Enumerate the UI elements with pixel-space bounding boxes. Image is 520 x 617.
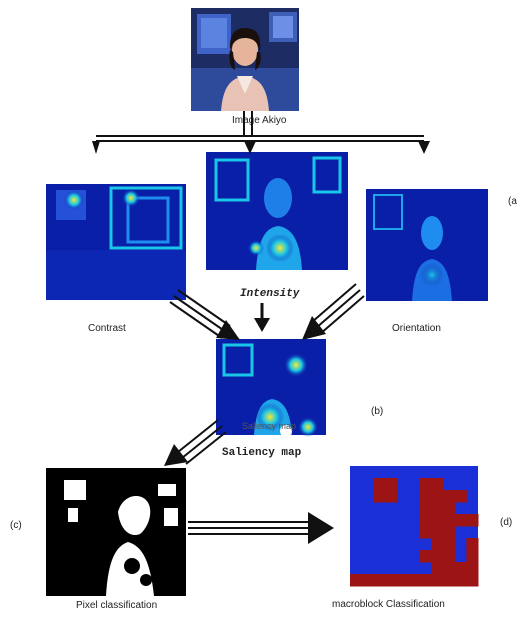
- macroblock-cell-salient: [431, 478, 444, 491]
- contrast-label: Contrast: [88, 323, 126, 334]
- macroblock-cell-salient: [454, 562, 467, 575]
- macroblock-cell-salient: [431, 502, 444, 515]
- macroblock-cell-salient: [454, 514, 467, 527]
- macroblock-cell-salient: [419, 526, 432, 539]
- saliency-label: Saliency map: [222, 447, 302, 459]
- macroblock-classification-label: macroblock Classification: [332, 599, 445, 610]
- macroblock-cell-salient: [443, 562, 456, 575]
- macroblock-cell-salient: [384, 490, 398, 503]
- macroblock-cell-salient: [466, 562, 479, 575]
- macroblock-cell-salient: [408, 574, 421, 587]
- intensity-map: [196, 148, 352, 286]
- macroblock-cell-salient: [443, 538, 456, 551]
- macroblock-cell-salient: [443, 502, 456, 515]
- arrow-to-orientation: [418, 141, 430, 154]
- pixel-classification-label: Pixel classification: [76, 600, 158, 611]
- tag-b: (b): [371, 406, 384, 417]
- macroblock-cell-salient: [466, 514, 479, 527]
- arrow-pixel-to-macroblock: [188, 512, 334, 544]
- macroblock-cell-salient: [419, 550, 432, 563]
- macroblock-cell-salient: [419, 574, 432, 587]
- macroblock-cell-salient: [373, 490, 386, 503]
- pixel-classification-art: [46, 468, 186, 596]
- macroblock-cell-salient: [443, 574, 456, 587]
- macroblock-cell-salient: [431, 562, 444, 575]
- macroblock-cell-salient: [396, 574, 409, 587]
- macroblock-cell-salient: [443, 514, 456, 527]
- pixel-classification-image: [46, 468, 186, 596]
- macroblock-cell-salient: [431, 550, 444, 563]
- orientation-label: Orientation: [392, 323, 441, 334]
- saliency-heatmap: [216, 339, 326, 437]
- saliency-overlay-label: Saliency map: [242, 421, 297, 431]
- macroblock-cell-salient: [350, 574, 363, 587]
- akiyo-photo: [191, 8, 299, 111]
- arrow-intensity-to-saliency: [254, 303, 270, 332]
- tag-a: (a: [508, 196, 517, 207]
- macroblock-cell-salient: [431, 514, 444, 527]
- akiyo-photo-art: [191, 8, 299, 111]
- saliency-map: [210, 335, 328, 443]
- macroblock-cell-salient: [466, 550, 479, 563]
- macroblock-cell-salient: [443, 526, 456, 539]
- macroblock-cell-salient: [454, 490, 467, 503]
- macroblock-grid: [340, 462, 480, 594]
- intensity-heatmap: [206, 152, 348, 270]
- macroblock-cell-salient: [419, 502, 432, 515]
- intensity-label: Intensity: [240, 288, 300, 300]
- macroblock-cell-salient: [419, 478, 432, 491]
- macroblock-cell-salient: [373, 478, 386, 491]
- orientation-heatmap: [366, 189, 488, 301]
- arrow-orientation-to-saliency: [302, 283, 365, 340]
- macroblock-cell-salient: [373, 574, 386, 587]
- source-image-label: Image Akiyo: [232, 115, 287, 126]
- macroblock-cell-salient: [443, 490, 456, 503]
- contrast-heatmap: [46, 184, 186, 300]
- macroblock-cell-salient: [466, 574, 479, 587]
- contrast-map: [36, 180, 188, 308]
- macroblock-cell-salient: [384, 574, 398, 587]
- macroblock-cell-salient: [454, 574, 467, 587]
- arrow-to-contrast: [92, 141, 100, 154]
- tag-d: (d): [500, 517, 513, 528]
- macroblock-grid-art: [350, 466, 479, 587]
- macroblock-cell-salient: [419, 514, 432, 527]
- macroblock-cell-salient: [443, 550, 456, 563]
- tag-c: (c): [10, 520, 22, 531]
- macroblock-cell-salient: [431, 526, 444, 539]
- macroblock-cell-salient: [431, 538, 444, 551]
- macroblock-cell-salient: [466, 538, 479, 551]
- macroblock-cell-salient: [419, 490, 432, 503]
- macroblock-cell-salient: [384, 478, 398, 491]
- orientation-map: [360, 185, 492, 307]
- macroblock-cell-salient: [361, 574, 374, 587]
- macroblock-cell-salient: [431, 574, 444, 587]
- macroblock-cell-salient: [431, 490, 444, 503]
